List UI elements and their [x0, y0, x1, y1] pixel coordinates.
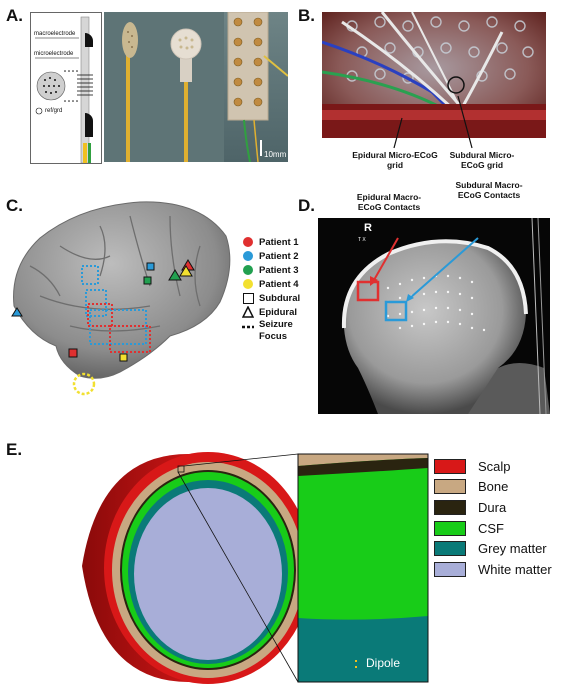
panel-b-callouts: [393, 95, 473, 149]
electrode-schematic: macroelectrode microelectrode ref/grd: [30, 12, 102, 164]
xray-marker-r: R: [364, 222, 372, 234]
dipole-label: Dipole: [366, 656, 401, 670]
csf-swatch: [434, 520, 466, 536]
white-matter-swatch: [434, 561, 466, 577]
legend-patient-1: Patient 1: [242, 235, 300, 249]
epidural-micro-ecog-label: Epidural Micro-ECoG grid: [352, 150, 438, 170]
legend-epidural: Epidural: [242, 305, 300, 319]
legend-scalp: Scalp: [434, 456, 552, 477]
dotted-line-icon: [242, 325, 254, 329]
xray-image: R T X: [318, 218, 550, 414]
xray-skull-drawing: [341, 218, 550, 414]
legend-patient-3: Patient 3: [242, 263, 300, 277]
panel-d-letter: D.: [298, 196, 315, 215]
surgical-photo-drawing: [322, 12, 546, 138]
panel-d-arrows: [370, 237, 479, 302]
patient-4-dot: [243, 279, 253, 289]
legend-white-matter: White matter: [434, 559, 552, 580]
bone-swatch: [434, 479, 466, 495]
legend-csf: CSF: [434, 518, 552, 539]
subdural-macro-ecog-label: Subdural Macro-ECoG Contacts: [455, 180, 523, 200]
panel-c-letter: C.: [6, 196, 23, 215]
panel-b-letter: B.: [298, 6, 315, 25]
triangle-icon: [242, 306, 254, 318]
panel-a-letter: A.: [6, 6, 23, 25]
electrodes-photo: 10mm: [104, 12, 288, 162]
microelectrode-label: microelectrode: [34, 51, 74, 57]
legend-patient-4: Patient 4: [242, 277, 300, 291]
grey-matter-swatch: [434, 541, 466, 557]
legend-bone: Bone: [434, 477, 552, 498]
head-model-rendering: [82, 452, 429, 684]
legend-seizure-focus: Seizure Focus: [242, 319, 300, 345]
epidural-macro-ecog-label: Epidural Macro-ECoG Contacts: [356, 192, 422, 212]
scale-bar-label: 10mm: [264, 150, 287, 159]
electrodes-photo-drawing: [104, 12, 288, 162]
legend-subdural: Subdural: [242, 291, 300, 305]
macroelectrode-label: macroelectrode: [34, 31, 76, 37]
square-icon: [242, 292, 254, 304]
patient-1-dot: [243, 237, 253, 247]
surgical-photo: [322, 12, 546, 138]
panel-e-letter: E.: [6, 440, 23, 459]
electrode-schematic-drawing: [35, 16, 93, 164]
scalp-swatch: [434, 458, 466, 474]
patient-2-dot: [243, 251, 253, 261]
patient-3-dot: [243, 265, 253, 275]
legend-dura: Dura: [434, 497, 552, 518]
refgrd-label: ref/grd: [45, 108, 63, 114]
dura-swatch: [434, 499, 466, 515]
brain-surface-rendering: [11, 201, 231, 396]
xray-marker-tx: T X: [358, 237, 366, 243]
panel-e-legend: Scalp Bone Dura CSF Grey matter White ma…: [434, 456, 552, 580]
panel-c-legend: Patient 1 Patient 2 Patient 3 Patient 4 …: [242, 235, 300, 345]
legend-patient-2: Patient 2: [242, 249, 300, 263]
subdural-micro-ecog-label: Subdural Micro-ECoG grid: [449, 150, 515, 170]
legend-grey-matter: Grey matter: [434, 538, 552, 559]
